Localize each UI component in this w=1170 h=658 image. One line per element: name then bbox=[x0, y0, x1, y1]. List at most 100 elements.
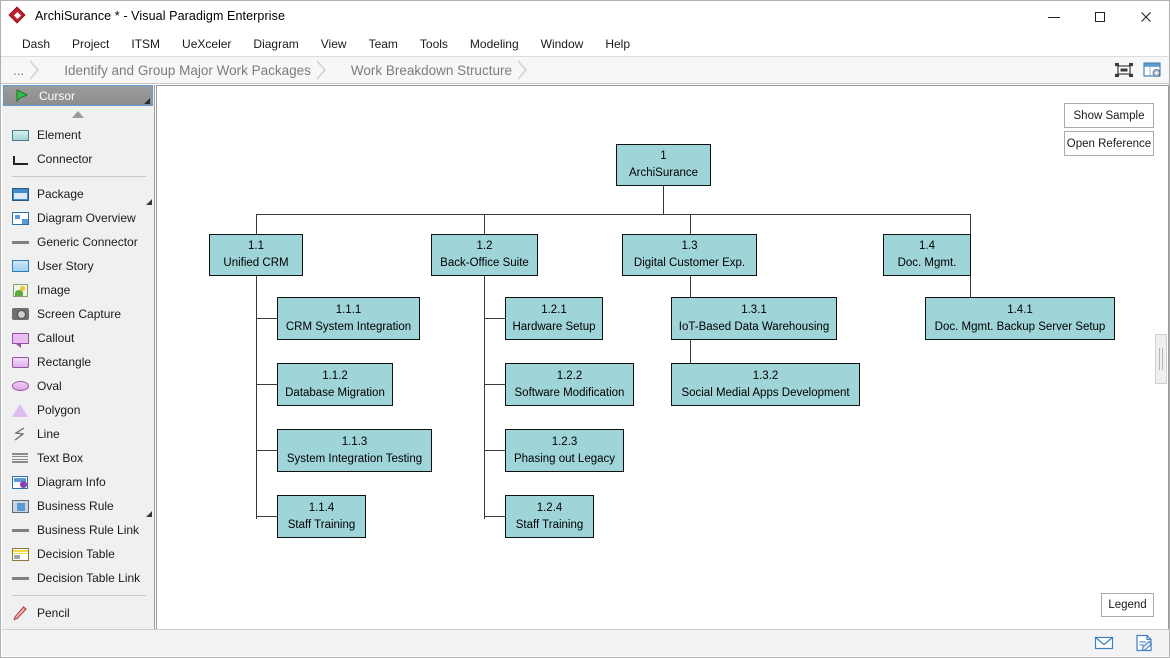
menu-item-view[interactable]: View bbox=[320, 37, 347, 51]
breadcrumb-item-work-breakdown-structure[interactable]: Work Breakdown Structure bbox=[337, 57, 538, 83]
menu-item-project[interactable]: Project bbox=[72, 37, 110, 51]
connector-icon bbox=[10, 151, 30, 167]
edge-1-1-stub-4 bbox=[256, 516, 277, 517]
cursor-icon bbox=[12, 88, 32, 104]
window-controls bbox=[1031, 1, 1169, 32]
menu-item-window[interactable]: Window bbox=[540, 37, 584, 51]
wbs-node-1-3[interactable]: 1.3 Digital Customer Exp. bbox=[622, 234, 757, 276]
text-box-icon bbox=[10, 450, 30, 466]
breadcrumb-item-ellipsis[interactable]: ... bbox=[1, 57, 50, 83]
diagram-canvas-container[interactable]: 1 ArchiSurance 1.1 Unified CRM 1.2 Back-… bbox=[156, 85, 1169, 630]
palette-item-line[interactable]: Line bbox=[2, 422, 154, 446]
palette-item-label: Cursor bbox=[39, 88, 76, 103]
palette-item-decision-table-link[interactable]: Decision Table Link bbox=[2, 566, 154, 590]
palette-item-package[interactable]: Package bbox=[2, 182, 154, 206]
palette-item-diagram-overview[interactable]: Diagram Overview bbox=[2, 206, 154, 230]
fit-to-screen-icon[interactable] bbox=[1113, 59, 1135, 81]
palette-item-oval[interactable]: Oval bbox=[2, 374, 154, 398]
mail-icon[interactable] bbox=[1093, 633, 1115, 653]
palette-item-element[interactable]: Element bbox=[2, 123, 154, 147]
palette-item-business-rule-link[interactable]: Business Rule Link bbox=[2, 518, 154, 542]
wbs-node-1-2[interactable]: 1.2 Back-Office Suite bbox=[431, 234, 538, 276]
menu-item-diagram[interactable]: Diagram bbox=[253, 37, 299, 51]
line-icon bbox=[10, 426, 30, 442]
wbs-node-1-1-1[interactable]: 1.1.1 CRM System Integration bbox=[277, 297, 420, 340]
submenu-corner-icon[interactable] bbox=[146, 199, 152, 205]
diagram-info-icon bbox=[10, 474, 30, 490]
palette-item-diagram-info[interactable]: Diagram Info bbox=[2, 470, 154, 494]
palette-item-screen-capture[interactable]: Screen Capture bbox=[2, 302, 154, 326]
wbs-node-name: ArchiSurance bbox=[628, 167, 699, 179]
wbs-node-1-3-2[interactable]: 1.3.2 Social Medial Apps Development bbox=[671, 363, 860, 406]
wbs-node-1-2-1[interactable]: 1.2.1 Hardware Setup bbox=[505, 297, 603, 340]
note-edit-icon[interactable] bbox=[1133, 633, 1155, 653]
diagram-properties-icon[interactable] bbox=[1141, 59, 1163, 81]
wbs-node-id: 1.4 bbox=[919, 240, 935, 253]
wbs-node-1-4-1[interactable]: 1.4.1 Doc. Mgmt. Backup Server Setup bbox=[925, 297, 1115, 340]
status-bar bbox=[2, 629, 1169, 656]
wbs-node-id: 1.2 bbox=[476, 240, 493, 253]
palette-item-business-rule[interactable]: Business Rule bbox=[2, 494, 154, 518]
wbs-node-1-1-3[interactable]: 1.1.3 System Integration Testing bbox=[277, 429, 432, 472]
edge-1-1-stub-2 bbox=[256, 384, 277, 385]
wbs-node-1-2-4[interactable]: 1.2.4 Staff Training bbox=[505, 495, 594, 538]
palette-item-connector[interactable]: Connector bbox=[2, 147, 154, 171]
menu-item-help[interactable]: Help bbox=[605, 37, 630, 51]
menu-item-dash[interactable]: Dash bbox=[22, 37, 51, 51]
breadcrumb-label: Identify and Group Major Work Packages bbox=[64, 62, 311, 78]
minimize-icon[interactable] bbox=[1031, 1, 1077, 32]
edge-1-1-stub-3 bbox=[256, 450, 277, 451]
palette-item-label: Callout bbox=[37, 331, 75, 345]
breadcrumb-item-identify-and-group-major-work-packages[interactable]: Identify and Group Major Work Packages bbox=[50, 57, 337, 83]
wbs-node-id: 1.4.1 bbox=[1007, 303, 1033, 316]
palette-item-decision-table[interactable]: Decision Table bbox=[2, 542, 154, 566]
menu-item-team[interactable]: Team bbox=[368, 37, 398, 51]
menu-item-modeling[interactable]: Modeling bbox=[469, 37, 519, 51]
diagram-palette[interactable]: Cursor Element Connector Package Diagram… bbox=[2, 85, 155, 630]
palette-scroll-up[interactable] bbox=[2, 106, 154, 123]
canvas-scrollbar-thumb[interactable] bbox=[1155, 334, 1167, 384]
chevron-right-icon bbox=[315, 57, 331, 83]
vp-diamond-logo-icon bbox=[8, 6, 26, 24]
show-sample-button[interactable]: Show Sample bbox=[1064, 103, 1154, 128]
menu-item-tools[interactable]: Tools bbox=[419, 37, 448, 51]
open-reference-button[interactable]: Open Reference bbox=[1064, 131, 1154, 156]
window-title: ArchiSurance * - Visual Paradigm Enterpr… bbox=[35, 9, 286, 23]
palette-item-user-story[interactable]: User Story bbox=[2, 254, 154, 278]
palette-item-pencil[interactable]: Pencil bbox=[2, 601, 154, 625]
wbs-node-1[interactable]: 1 ArchiSurance bbox=[616, 144, 711, 186]
palette-item-label: Business Rule bbox=[37, 499, 114, 513]
palette-item-label: Rectangle bbox=[37, 355, 92, 369]
palette-item-callout[interactable]: Callout bbox=[2, 326, 154, 350]
wbs-node-name: IoT-Based Data Warehousing bbox=[678, 320, 830, 333]
work-breakdown-structure-diagram[interactable]: 1 ArchiSurance 1.1 Unified CRM 1.2 Back-… bbox=[157, 86, 1168, 629]
legend-button[interactable]: Legend bbox=[1101, 593, 1154, 617]
palette-item-label: Line bbox=[37, 427, 60, 441]
wbs-node-1-4[interactable]: 1.4 Doc. Mgmt. bbox=[883, 234, 971, 276]
palette-item-text-box[interactable]: Text Box bbox=[2, 446, 154, 470]
canvas-vertical-scrollbar[interactable] bbox=[1154, 86, 1168, 629]
palette-item-label: Connector bbox=[37, 152, 93, 166]
wbs-node-1-2-3[interactable]: 1.2.3 Phasing out Legacy bbox=[505, 429, 624, 472]
wbs-node-1-1[interactable]: 1.1 Unified CRM bbox=[209, 234, 303, 276]
wbs-node-1-3-1[interactable]: 1.3.1 IoT-Based Data Warehousing bbox=[671, 297, 837, 340]
menu-item-uexceler[interactable]: UeXceler bbox=[182, 37, 232, 51]
menu-item-itsm[interactable]: ITSM bbox=[131, 37, 161, 51]
palette-item-label: Image bbox=[37, 283, 71, 297]
palette-item-polygon[interactable]: Polygon bbox=[2, 398, 154, 422]
palette-item-generic-connector[interactable]: Generic Connector bbox=[2, 230, 154, 254]
maximize-icon[interactable] bbox=[1077, 1, 1123, 32]
palette-item-cursor[interactable]: Cursor bbox=[3, 85, 153, 106]
palette-item-label: Oval bbox=[37, 379, 62, 393]
wbs-node-1-1-4[interactable]: 1.1.4 Staff Training bbox=[277, 495, 366, 538]
wbs-node-id: 1.3.2 bbox=[752, 369, 779, 382]
palette-item-label: Screen Capture bbox=[37, 307, 122, 321]
palette-item-rectangle[interactable]: Rectangle bbox=[2, 350, 154, 374]
close-icon[interactable] bbox=[1123, 1, 1169, 32]
wbs-node-1-2-2[interactable]: 1.2.2 Software Modification bbox=[505, 363, 634, 406]
submenu-corner-icon[interactable] bbox=[146, 511, 152, 517]
wbs-node-1-1-2[interactable]: 1.1.2 Database Migration bbox=[277, 363, 393, 406]
palette-item-image[interactable]: Image bbox=[2, 278, 154, 302]
edge-1-2-stub-4 bbox=[484, 516, 505, 517]
submenu-corner-icon[interactable] bbox=[144, 98, 150, 104]
